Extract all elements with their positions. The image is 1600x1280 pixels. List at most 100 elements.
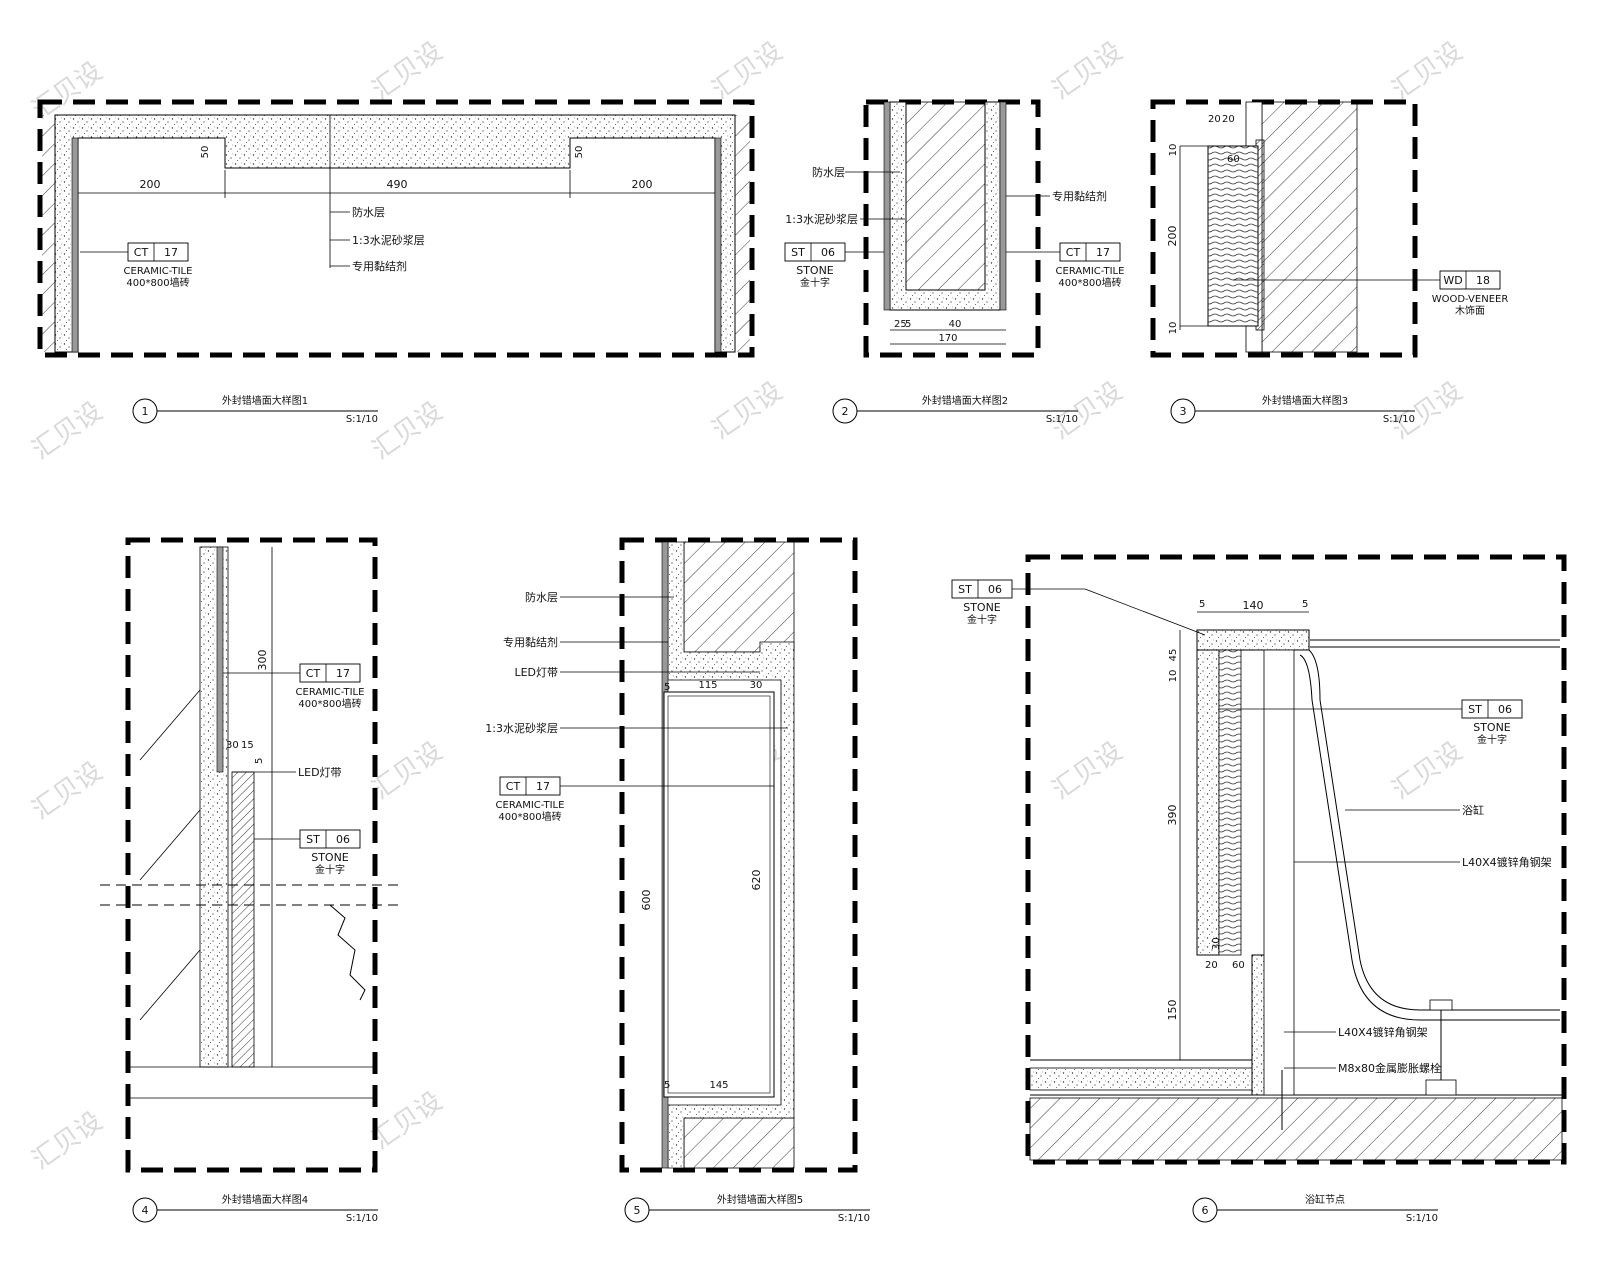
dim-v1-middle: 490 [387,178,408,191]
view-4-scale: S:1/10 [346,1213,378,1224]
watermark-2: 汇贝设 [367,36,448,105]
dim-v6-60: 60 [1232,960,1245,971]
view-3-number: 3 [1180,405,1187,418]
dim-v5-145: 145 [709,1080,728,1091]
dim-v3-10-top: 10 [1168,144,1179,157]
watermark-15: 汇贝设 [1387,736,1468,805]
v1-adhesive-label: 专用黏结剂 [352,259,407,273]
v3-wd-num: 18 [1476,274,1490,287]
v2-adhesive-label: 专用黏结剂 [1052,189,1107,203]
v1-ct-name: CERAMIC-TILE [124,266,193,277]
view-5-detail: 5 115 30 600 620 5 145 防水层 专用黏结剂 LED灯带 1… [485,537,870,1224]
view-3-detail: 20 20 10 60 200 10 WD 18 WOOD-VENEER 木饰面… [1150,99,1509,425]
dim-v5-600: 600 [640,890,653,911]
v2-waterproof-label: 防水层 [812,165,845,179]
dim-v6-150: 150 [1166,1000,1179,1021]
dim-v3-60: 60 [1227,154,1240,165]
v3-wd-code: WD [1443,274,1462,287]
view-4-name: 外封错墙面大样图4 [222,1193,308,1206]
v1-mortar-label: 1:3水泥砂浆层 [352,233,425,247]
v5-ct-spec: 400*800墙砖 [498,810,561,823]
view-5-number: 5 [634,1204,641,1217]
v1-ct-code: CT [134,246,149,259]
view-6-scale: S:1/10 [1406,1213,1438,1224]
v5-adhesive-label: 专用黏结剂 [503,635,558,649]
view-2-number: 2 [842,405,849,418]
dim-v6-30: 30 [1211,937,1222,950]
watermark-7: 汇贝设 [367,396,448,465]
dim-v5-620: 620 [750,870,763,891]
view-3-frame [1150,99,1418,358]
dim-v3-20a: 20 [1208,114,1221,125]
v2-st-num: 06 [821,246,835,259]
v2-ct-code: CT [1066,246,1081,259]
dim-v5-30: 30 [750,680,763,691]
v4-ct-spec: 400*800墙砖 [298,697,361,710]
view-3-title: 3 外封错墙面大样图3 S:1/10 [1170,394,1415,425]
v6-st-tag-top: ST 06 STONE 金十字 [951,579,1013,626]
dim-v1-right: 200 [632,178,653,191]
view-1-number: 1 [142,405,149,418]
v4-st-num: 06 [336,833,350,846]
view-1-frame [37,99,755,358]
v4-st-name: STONE [311,851,349,864]
v6-st-tag-right: ST 06 STONE 金十字 [1461,699,1523,746]
dim-v6-5-left: 5 [1199,599,1205,610]
view-6-frame [1025,554,1567,1165]
v2-ct-tag: CT 17 CERAMIC-TILE 400*800墙砖 [1056,242,1124,289]
v4-led-label: LED灯带 [298,766,342,779]
v6-st-top-num: 06 [988,583,1002,596]
v1-ct-tag: CT 17 CERAMIC-TILE 400*800墙砖 [124,242,193,289]
v4-st-code: ST [306,833,320,846]
v1-ct-num: 17 [164,246,178,259]
view-3-name: 外封错墙面大样图3 [1262,394,1348,407]
v6-st-top-spec: 金十字 [967,613,997,626]
view-2-title: 2 外封错墙面大样图2 S:1/10 [832,394,1078,425]
v2-st-code: ST [791,246,805,259]
watermark-14: 汇贝设 [1047,736,1128,805]
v2-st-name: STONE [796,264,834,277]
dim-v6-390: 390 [1166,805,1179,826]
v3-wd-name: WOOD-VENEER [1432,294,1509,305]
view-3-scale: S:1/10 [1383,414,1415,425]
view-2-detail: 25 5 40 170 防水层 1:3水泥砂浆层 专用黏结剂 ST 06 STO… [784,99,1124,425]
v6-st-right-spec: 金十字 [1477,733,1507,746]
v2-st-tag: ST 06 STONE 金十字 [784,242,846,289]
v6-st-top-code: ST [958,583,972,596]
v6-bolt-label: M8x80金属膨胀螺栓 [1338,1061,1441,1075]
dim-v3-200: 200 [1166,226,1179,247]
v6-st-right-name: STONE [1473,721,1511,734]
watermark-16: 汇贝设 [27,1106,108,1175]
dim-v2-40: 40 [949,319,962,330]
v1-waterproof-label: 防水层 [352,205,385,219]
dim-v5-5-bottom: 5 [664,1080,670,1091]
view-6-title: 6 浴缸节点 S:1/10 [1192,1193,1438,1224]
v3-wd-tag: WD 18 WOOD-VENEER 木饰面 [1432,270,1509,317]
view-5-title: 5 外封错墙面大样图5 S:1/10 [624,1193,870,1224]
v2-ct-spec: 400*800墙砖 [1058,276,1121,289]
view-2-scale: S:1/10 [1046,414,1078,425]
v3-wd-spec: 木饰面 [1455,304,1485,317]
v1-ct-spec: 400*800墙砖 [126,276,189,289]
v4-ct-name: CERAMIC-TILE [296,687,365,698]
view-1-title: 1 外封错墙面大样图1 S:1/10 [132,394,378,425]
v6-st-top-name: STONE [963,601,1001,614]
v2-mortar-label: 1:3水泥砂浆层 [785,212,858,226]
dim-v2-5: 5 [905,319,911,330]
view-5-name: 外封错墙面大样图5 [717,1193,803,1206]
dim-v1-left: 200 [140,178,161,191]
v4-ct-code: CT [306,667,321,680]
dim-v6-5-right: 5 [1302,599,1308,610]
view-6-detail: 5 140 5 10 45 390 150 20 60 30 ST 06 STO… [951,554,1567,1224]
v4-st-spec: 金十字 [315,863,345,876]
v5-led-label: LED灯带 [514,666,558,679]
dim-v6-140: 140 [1243,599,1264,612]
dim-v6-10: 10 [1168,670,1179,683]
v4-ct-tag: CT 17 CERAMIC-TILE 400*800墙砖 [296,663,365,710]
view-2-name: 外封错墙面大样图2 [922,394,1008,407]
dim-v5-115: 115 [698,680,717,691]
v5-ct-name: CERAMIC-TILE [496,800,565,811]
v5-ct-tag: CT 17 CERAMIC-TILE 400*800墙砖 [496,776,565,823]
watermark-6: 汇贝设 [27,396,108,465]
